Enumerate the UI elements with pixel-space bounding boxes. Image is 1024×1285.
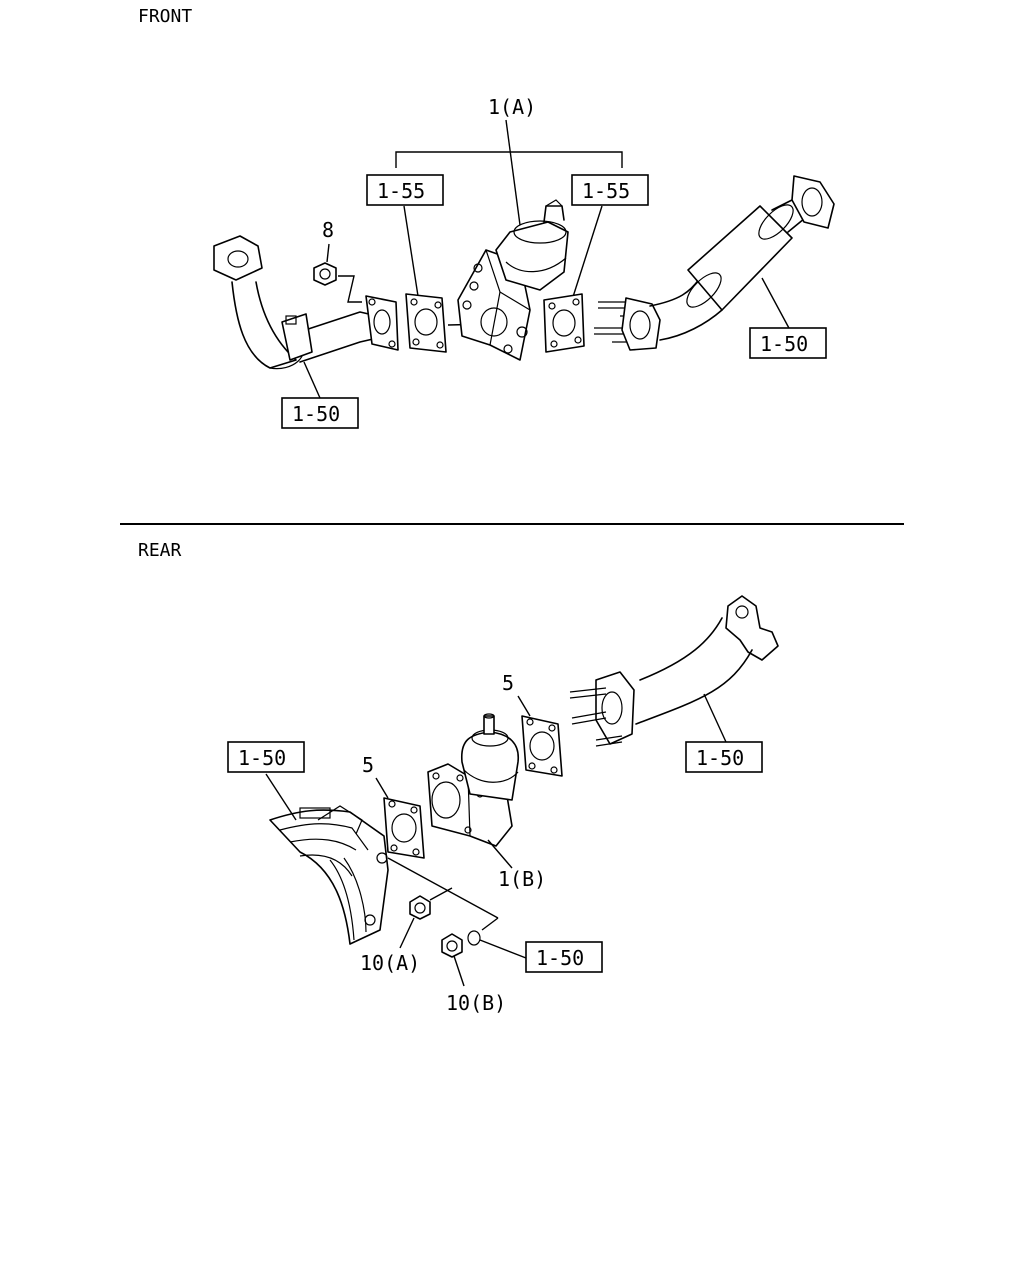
ref-box-1-55-right[interactable]: 1-55 (571, 174, 649, 206)
svg-text:1-50: 1-50 (760, 332, 808, 356)
ref-box-1-50-front-left[interactable]: 1-50 (281, 397, 359, 429)
leader-gasket-right (571, 205, 603, 301)
callout-5-right: 5 (502, 671, 514, 695)
svg-text:1-55: 1-55 (582, 179, 630, 203)
exhaust-brake-valve-1a (457, 199, 569, 361)
ref-box-1-50-rear-bottom[interactable]: 1-50 (525, 941, 603, 973)
nut-10b (441, 933, 463, 958)
callout-10a: 10(A) (360, 951, 420, 975)
gasket-front-right (543, 293, 585, 353)
rear-pipe-right (569, 595, 779, 747)
bracket-1a (395, 151, 623, 168)
leader-gasket-left (403, 205, 419, 297)
exhaust-brake-valve-1b (427, 713, 519, 847)
nut-8 (313, 262, 337, 286)
front-section-title: FRONT (138, 6, 192, 27)
front-pipe-right (594, 175, 835, 351)
rear-pipe-left (269, 805, 389, 945)
ref-box-1-50-front-right[interactable]: 1-50 (749, 327, 827, 359)
svg-text:1-50: 1-50 (536, 946, 584, 970)
rear-section-title: REAR (138, 540, 182, 561)
ref-box-1-50-rear-left[interactable]: 1-50 (227, 741, 305, 773)
gasket-front-left (405, 293, 447, 353)
ref-box-1-50-rear-right[interactable]: 1-50 (685, 741, 763, 773)
ref-box-1-55-left[interactable]: 1-55 (366, 174, 444, 206)
leader-1a (505, 119, 521, 226)
callout-8: 8 (322, 218, 334, 242)
callout-1b: 1(B) (498, 867, 546, 891)
gasket-rear-right (521, 715, 563, 777)
svg-text:1-50: 1-50 (292, 402, 340, 426)
callout-1a: 1(A) (488, 95, 536, 119)
washer (467, 930, 481, 946)
nut-10a (409, 895, 431, 920)
svg-text:1-55: 1-55 (377, 179, 425, 203)
svg-text:1-50: 1-50 (696, 746, 744, 770)
callout-10b: 10(B) (446, 991, 506, 1015)
front-pipe-left (213, 235, 399, 370)
gasket-rear-left (383, 797, 425, 859)
svg-text:1-50: 1-50 (238, 746, 286, 770)
callout-5-left: 5 (362, 753, 374, 777)
